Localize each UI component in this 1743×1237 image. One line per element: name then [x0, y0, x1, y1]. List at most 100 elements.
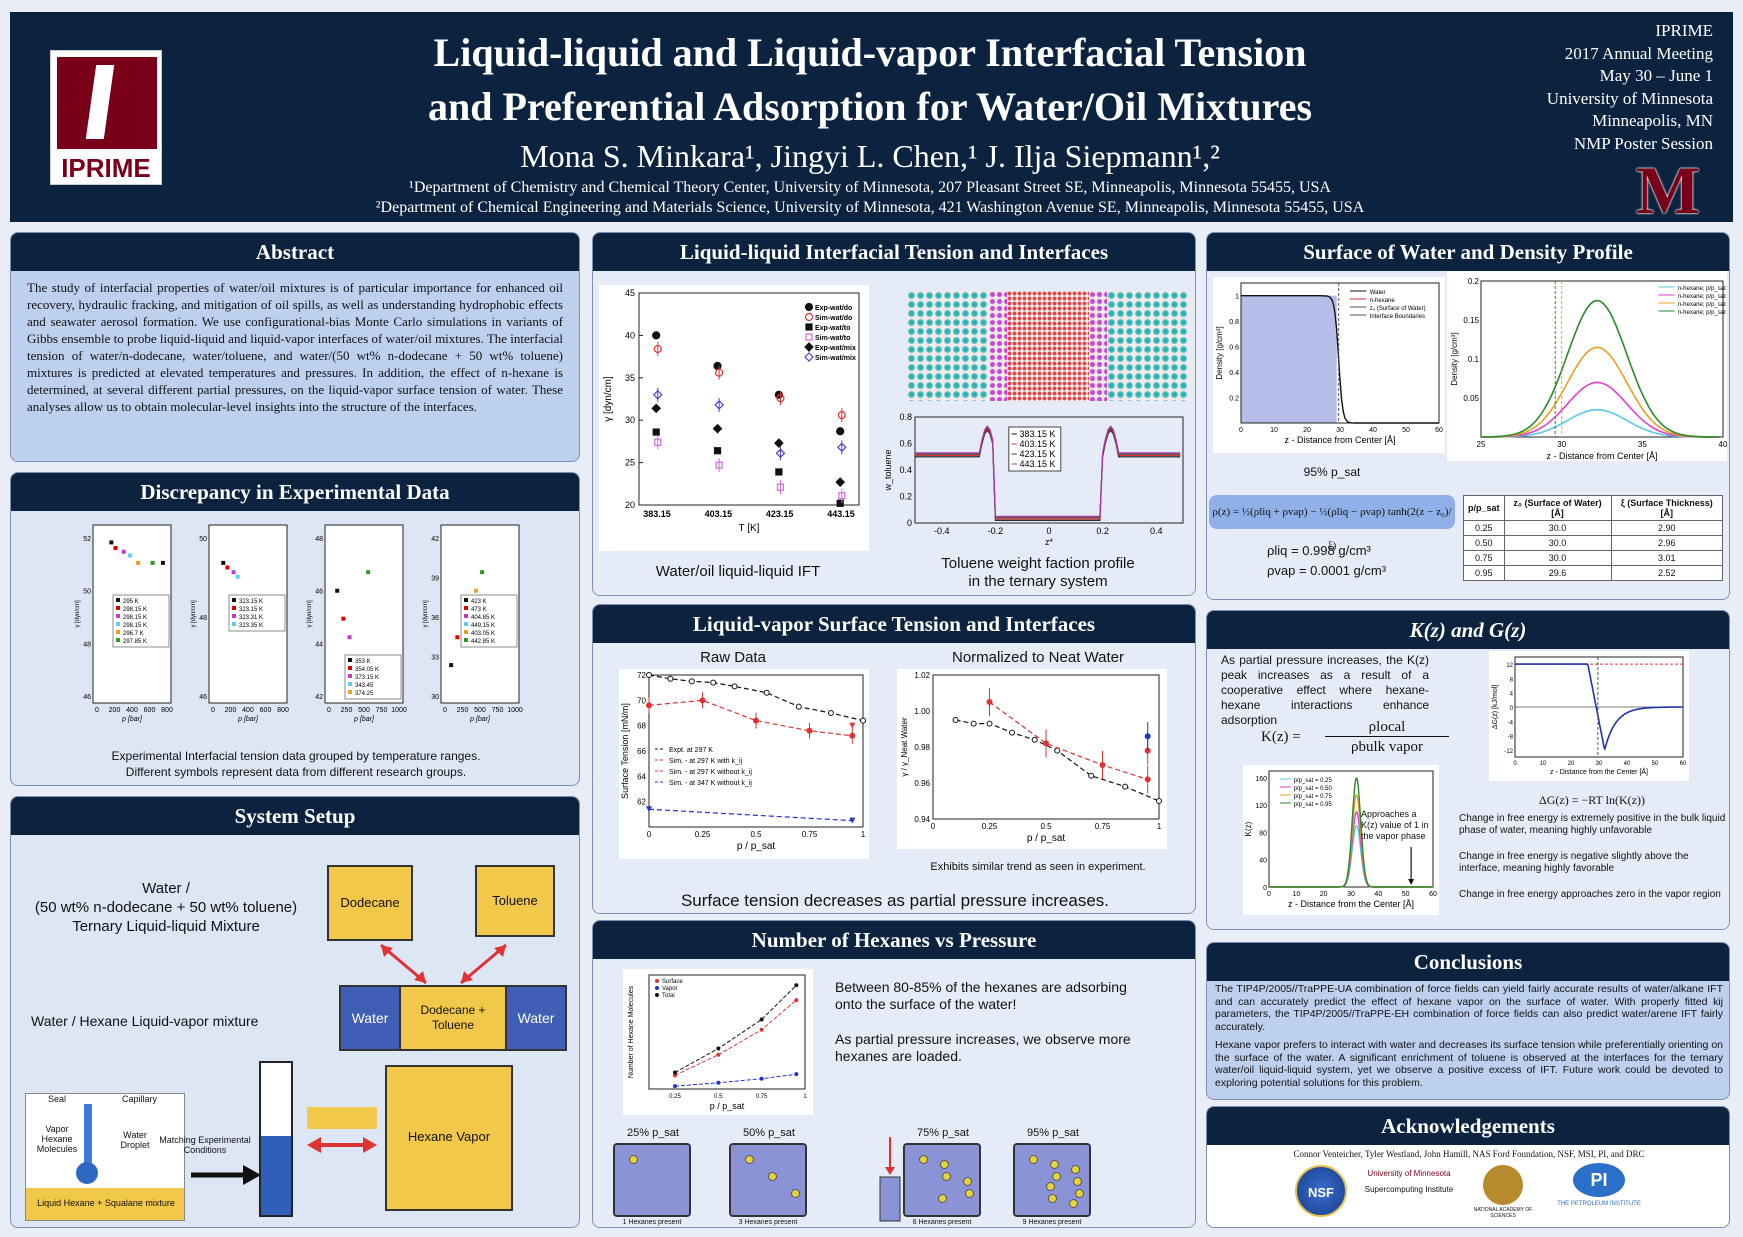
table-cell: 0.25	[1463, 520, 1505, 536]
table-cell: 3.01	[1610, 550, 1724, 566]
ift-point	[651, 403, 662, 414]
raw-legend-label: Sim. - at 297 K without k_ij	[669, 769, 752, 776]
hex-legend-label: Total	[662, 993, 675, 999]
ift-point	[836, 442, 847, 453]
ift-point	[654, 438, 662, 446]
norm-point	[1144, 747, 1151, 754]
disc-legend-marker	[464, 614, 468, 618]
hex-xtick: 0.25	[669, 1094, 681, 1100]
table-cell: 2.96	[1610, 535, 1724, 551]
water-column	[259, 1061, 293, 1217]
k-xtick: 10	[1292, 891, 1300, 898]
table-cell: 30.0	[1503, 550, 1612, 566]
den-left-ytick: 0.4	[1229, 370, 1239, 377]
den-left-xtick: 20	[1303, 427, 1311, 434]
system-setup-title: System Setup	[11, 797, 579, 835]
profile-legend-label: 443.15 K	[1020, 459, 1056, 469]
plot-frame	[1240, 282, 1440, 424]
disc-point	[449, 663, 454, 668]
disc-point	[235, 574, 240, 579]
disc-legend-label: 297.85 K	[123, 639, 147, 645]
hexane-vapor-box: Hexane Vapor	[385, 1065, 513, 1211]
ift-caption: Water/oil liquid-liquid IFT	[655, 563, 821, 580]
disc-legend	[344, 654, 402, 700]
norm-point	[1144, 776, 1151, 783]
ift-legend-label: Exp-wat/do	[815, 305, 852, 312]
profile-xtick: -0.4	[934, 526, 950, 536]
disc-legend-label: 442.85 K	[471, 639, 495, 645]
ift-xtick: 423.15	[766, 509, 794, 519]
snapshot-caption: 9 Hexanes present	[1022, 1219, 1082, 1226]
disc-legend-marker	[348, 690, 352, 694]
k-xtick: 60	[1429, 891, 1437, 898]
disc-ytick: 48	[315, 536, 323, 543]
disc-ytick: 48	[83, 641, 91, 648]
lv-st-panel: Liquid-vapor Surface Tension and Interfa…	[592, 604, 1196, 914]
disc-xlabel: p [bar]	[121, 716, 143, 723]
k-xtick: 30	[1347, 891, 1355, 898]
poster-header: IPRIME Liquid-liquid and Liquid-vapor In…	[10, 12, 1733, 224]
ift-point	[653, 344, 662, 354]
g-formula: ΔG(z) = −RT ln(K(z))	[1539, 793, 1645, 807]
ift-point	[775, 448, 786, 459]
kz-title: K(z) and G(z)	[1207, 611, 1729, 649]
hex-point	[673, 1084, 677, 1089]
disc-point	[347, 635, 352, 640]
disc-legend-marker	[464, 622, 468, 626]
disc-point	[480, 570, 485, 575]
disc-ylabel: γ [dyn/cm]	[423, 600, 429, 628]
raw-xlabel: p / p_sat	[737, 841, 776, 852]
norm-ytick: 0.96	[914, 779, 930, 788]
disc-point	[221, 560, 226, 565]
profile-line	[915, 429, 1181, 521]
disc-ytick: 33	[431, 655, 439, 662]
snapshot-label: 75% p_sat	[917, 1127, 969, 1139]
k-xlabel: z - Distance from the Center [Å]	[1288, 899, 1414, 909]
disc-xtick: 500	[474, 707, 486, 714]
title-line-1: Liquid-liquid and Liquid-vapor Interfaci…	[433, 30, 1307, 75]
capillary-apparatus: Seal Capillary Vapor Hexane Molecules Wa…	[25, 1093, 185, 1221]
table-cell: 2.52	[1610, 565, 1724, 581]
conclusions-p2: Hexane vapor prefers to interact with wa…	[1215, 1039, 1723, 1089]
disc-xtick: 200	[225, 707, 237, 714]
disc-xtick: 500	[358, 707, 370, 714]
k-formula: K(z) = ρlocal ρbulk vapor	[1261, 719, 1451, 759]
profile-ylabel: w_toluene	[883, 449, 893, 491]
ift-xtick: 443.15	[827, 509, 855, 519]
k-xtick: 0	[1267, 891, 1271, 898]
ift-legend-label: Sim-wat/to	[815, 335, 850, 342]
g-text-3: Change in free energy approaches zero in…	[1459, 889, 1721, 900]
profile-ytick: 0.2	[899, 492, 912, 502]
ternary-snapshot	[907, 291, 1189, 401]
snapshot-caption: 3 Hexanes present	[738, 1219, 798, 1226]
authors: Mona S. Minkara¹, Jingyi L. Chen,¹ J. Il…	[520, 138, 1220, 174]
profile-line	[915, 427, 1181, 520]
norm-point	[1144, 733, 1151, 740]
ift-point	[776, 394, 785, 403]
raw-xtick: 0.5	[750, 830, 762, 839]
pi-logo: PI	[1573, 1163, 1625, 1197]
g-xtick: 50	[1652, 761, 1659, 767]
disc-point	[366, 570, 371, 575]
disc-xtick: 1000	[391, 707, 407, 714]
snapshot-caption: 6 Hexanes present	[912, 1219, 972, 1226]
disc-legend-marker	[464, 598, 468, 602]
disc-legend-label: 298.15 K	[123, 607, 147, 613]
ternary-label: Water / (50 wt% n-dodecane + 50 wt% tolu…	[34, 880, 298, 935]
disc-point	[225, 565, 230, 570]
raw-point	[688, 678, 695, 685]
raw-point	[667, 675, 674, 682]
norm-xtick: 0.25	[982, 822, 998, 831]
setup-arrows	[380, 943, 507, 985]
den-left-xtick: 10	[1270, 427, 1278, 434]
profile-ytick: 0.8	[899, 412, 912, 422]
disc-legend	[460, 594, 518, 648]
pct-label: 95% p_sat	[1303, 465, 1361, 479]
disc-legend	[112, 594, 170, 648]
toluene-box: Toluene	[475, 865, 555, 937]
norm-point	[986, 699, 993, 705]
